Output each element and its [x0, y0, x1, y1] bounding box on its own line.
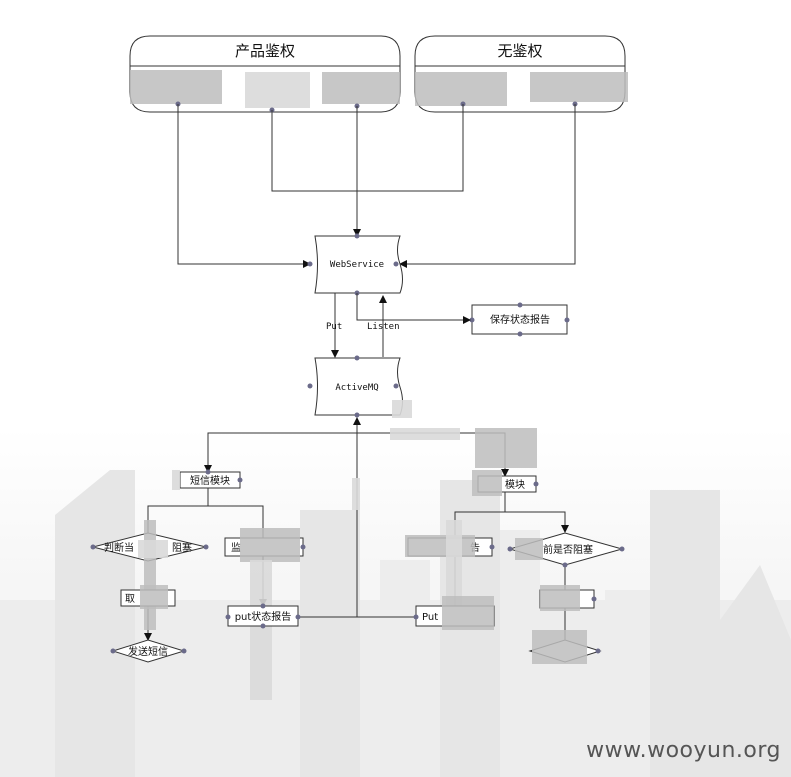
node-label-right-diamond: 前是否阻塞: [543, 543, 593, 556]
node-send-sms: 发送短信: [110, 639, 187, 663]
node-label-judge-block: 判断当: [104, 541, 134, 554]
pixelate-patch: [352, 478, 360, 510]
node-right-bottom: [528, 630, 602, 664]
node-put-report: put状态报告: [225, 603, 301, 629]
connectors-webservice-activemq: Put Listen: [326, 293, 471, 358]
node-activemq: ActiveMQ: [307, 355, 412, 418]
node-label-activemq: ActiveMQ: [335, 383, 378, 393]
group-product-auth: 产品鉴权: [129, 35, 401, 113]
node-label-left-small: 取: [125, 593, 135, 605]
node-right-report: 告: [405, 520, 495, 620]
node-monitor: 监: [224, 528, 306, 700]
node-label-send-sms: 发送短信: [128, 645, 168, 658]
node-label-judge-block-tail: 阻塞: [172, 541, 192, 554]
node-put-right: Put: [413, 596, 495, 630]
node-left-small: 取: [120, 585, 176, 609]
node-right-module: 模块: [472, 470, 539, 496]
group-title-no-auth: 无鉴权: [497, 42, 542, 60]
node-label-put-report: put状态报告: [235, 610, 292, 623]
node-label-monitor: 监: [231, 541, 241, 554]
node-right-middle: [539, 585, 597, 611]
watermark: www.wooyun.org: [586, 738, 781, 763]
edge-label-put: Put: [326, 322, 342, 332]
node-save-report: 保存状态报告: [469, 302, 570, 337]
node-label-put-right: Put: [422, 612, 438, 623]
connectors-activemq-modules: [204, 417, 537, 618]
node-label-save-report: 保存状态报告: [490, 313, 550, 326]
node-sms-module: 短信模块: [172, 469, 243, 490]
background-city-silhouette: [0, 470, 791, 777]
connectors-auth-to-webservice: [177, 104, 576, 268]
edge-label-listen: Listen: [367, 322, 400, 332]
node-label-right-module: 模块: [505, 479, 525, 491]
group-title-product-auth: 产品鉴权: [235, 42, 295, 60]
node-webservice: WebService: [307, 233, 403, 296]
node-label-sms-module: 短信模块: [190, 474, 230, 487]
node-right-diamond: 前是否阻塞: [507, 532, 625, 568]
node-label-webservice: WebService: [330, 260, 384, 270]
group-no-auth: 无鉴权: [414, 35, 628, 113]
